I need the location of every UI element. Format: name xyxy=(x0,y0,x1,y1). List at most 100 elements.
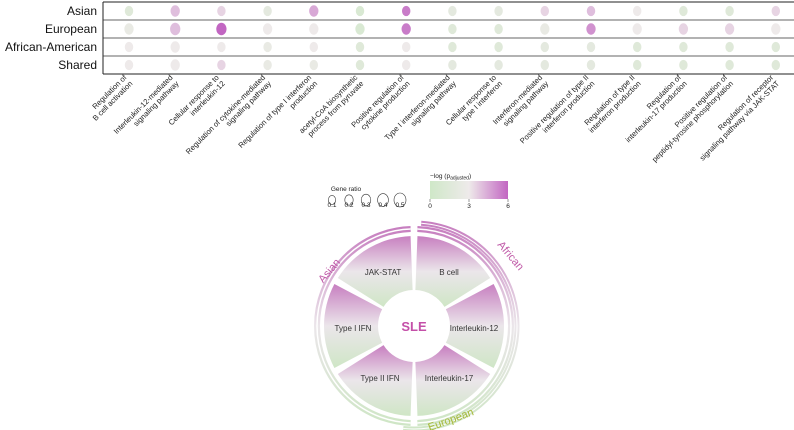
dot-3-14 xyxy=(771,59,781,71)
dot-0-6 xyxy=(401,5,411,17)
dot-3-7 xyxy=(448,59,457,71)
dot-3-9 xyxy=(540,59,550,71)
dot-2-0 xyxy=(124,41,134,53)
dot-3-4 xyxy=(309,59,319,71)
dots-group xyxy=(124,5,781,71)
row-label-european: European xyxy=(45,22,97,36)
dot-3-13 xyxy=(725,59,734,71)
wheel-arcs xyxy=(314,220,520,430)
dot-0-9 xyxy=(540,5,550,17)
color-legend-title-end: ) xyxy=(469,173,471,180)
wheel-segments xyxy=(324,236,504,416)
dot-1-14 xyxy=(771,23,781,35)
dot-0-1 xyxy=(170,5,180,17)
wheel-segment-2 xyxy=(445,284,504,368)
sle-wheel: SLE JAK-STAT B cell Interleukin-12 Inter… xyxy=(314,220,526,430)
dot-2-4 xyxy=(309,41,319,53)
gene-ratio-legend: Gene ratio 0.1 0.2 0.3 0.4 0.5 xyxy=(327,186,407,209)
dot-2-10 xyxy=(586,41,596,53)
arc-asian-inner xyxy=(316,228,411,424)
dot-1-0 xyxy=(124,23,134,35)
dot-2-1 xyxy=(170,41,180,53)
segment-label-type-ii-ifn: Type II IFN xyxy=(360,374,399,383)
dot-3-1 xyxy=(170,59,180,71)
dot-2-13 xyxy=(725,41,734,53)
color-tick-3: 3 xyxy=(467,203,471,210)
dot-1-6 xyxy=(401,23,411,35)
color-legend-title-sub: adjusted xyxy=(450,176,469,182)
dot-3-11 xyxy=(632,59,642,71)
dot-3-10 xyxy=(586,59,596,71)
color-legend-title-main: −log (p xyxy=(430,173,450,180)
dot-1-3 xyxy=(262,23,273,35)
dot-2-11 xyxy=(632,41,642,53)
size-legend-circle-3 xyxy=(377,193,389,207)
size-legend-circle-2 xyxy=(360,193,372,207)
dot-1-1 xyxy=(170,22,181,36)
color-legend-title: −log (padjusted) xyxy=(430,173,471,182)
dot-0-3 xyxy=(263,5,272,17)
color-legend: −log (padjusted) 0 3 6 xyxy=(428,173,510,210)
dot-1-5 xyxy=(355,23,365,35)
dot-0-14 xyxy=(771,5,781,17)
size-legend-label-4: 0.5 xyxy=(395,202,404,209)
arc-european-inner xyxy=(403,222,518,430)
dot-3-5 xyxy=(355,59,365,71)
wheel-segment-5 xyxy=(324,284,383,368)
dot-0-10 xyxy=(586,5,596,17)
dot-2-8 xyxy=(494,41,503,53)
wheel-segment-0 xyxy=(337,236,413,307)
dot-1-11 xyxy=(632,23,642,35)
wheel-segment-4 xyxy=(337,345,413,416)
dot-2-14 xyxy=(771,41,781,53)
dot-3-6 xyxy=(401,59,411,71)
dot-1-12 xyxy=(678,23,689,35)
gene-ratio-title: Gene ratio xyxy=(331,186,362,193)
pathway-label-13: Positive regulation ofpeptidyl-tyrosine … xyxy=(644,72,736,164)
dot-2-5 xyxy=(355,41,365,53)
arc-african-inner xyxy=(417,228,512,424)
segment-label-b-cell: B cell xyxy=(439,268,459,277)
dot-2-2 xyxy=(217,41,226,53)
color-tick-0: 0 xyxy=(428,203,432,210)
dot-1-9 xyxy=(540,23,550,35)
size-legend-label-0: 0.1 xyxy=(327,202,336,209)
center-circle xyxy=(384,296,444,356)
dot-1-10 xyxy=(586,23,596,35)
dot-0-0 xyxy=(124,5,134,17)
row-label-shared: Shared xyxy=(58,58,97,72)
dot-1-7 xyxy=(448,23,457,35)
dot-0-4 xyxy=(309,5,319,17)
dot-2-12 xyxy=(679,41,688,53)
dot-2-7 xyxy=(448,41,457,53)
dot-0-12 xyxy=(679,5,688,17)
row-label-asian: Asian xyxy=(67,4,97,18)
color-legend-bar xyxy=(430,181,508,199)
size-legend-label-1: 0.2 xyxy=(344,202,353,209)
size-legend-label-3: 0.4 xyxy=(378,202,387,209)
dot-0-2 xyxy=(217,5,226,17)
dot-1-8 xyxy=(494,23,503,35)
dot-1-13 xyxy=(724,23,735,35)
segment-label-interleukin-12: Interleukin-12 xyxy=(450,324,499,333)
dot-3-12 xyxy=(679,59,688,71)
segment-label-jak-stat: JAK-STAT xyxy=(365,268,402,277)
color-tick-6: 6 xyxy=(506,203,510,210)
dot-1-2 xyxy=(216,22,227,36)
wheel-segment-3 xyxy=(415,345,491,416)
dot-3-2 xyxy=(217,59,226,71)
size-legend-circle-1 xyxy=(344,194,354,206)
size-legend-circle-4 xyxy=(393,192,407,208)
center-label: SLE xyxy=(401,319,427,334)
dot-0-5 xyxy=(355,5,365,17)
dot-3-8 xyxy=(494,59,503,71)
dot-matrix: Asian European African-American Shared R… xyxy=(5,1,794,164)
dot-2-6 xyxy=(401,41,411,53)
size-legend-label-2: 0.3 xyxy=(361,202,370,209)
segment-label-interleukin-17: Interleukin-17 xyxy=(425,374,474,383)
pathway-label-3: Regulation of cytokine-mediatedsignaling… xyxy=(184,73,273,162)
pathway-label-14: Regulation of receptorsignaling pathway … xyxy=(692,73,782,163)
size-legend-circle-0 xyxy=(328,195,336,205)
pathway-labels: Regulation ofB cell activationInterleuki… xyxy=(90,72,782,164)
